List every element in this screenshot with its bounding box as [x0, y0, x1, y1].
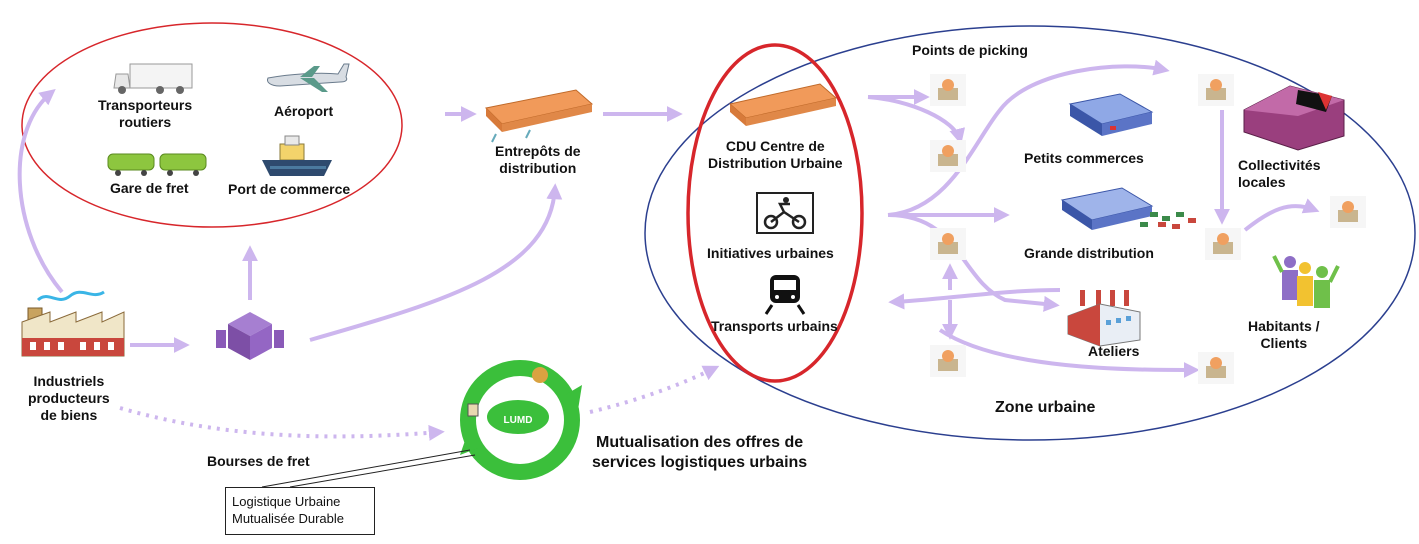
label-zone-urbaine: Zone urbaine	[995, 399, 1096, 416]
flow-arrows	[17, 59, 1320, 378]
lumd-badge-text: LUMD	[504, 415, 533, 426]
cdu-ellipse	[686, 43, 864, 383]
factory-icon	[21, 290, 125, 357]
picking-box-icons	[930, 74, 1366, 384]
shop-icon	[1068, 93, 1154, 136]
cdu-warehouse-icon	[728, 83, 838, 126]
label-transports-urbains: Transports urbains	[711, 318, 838, 334]
callout-line-2: Mutualisée Durable	[232, 511, 345, 526]
supermarket-icon	[1060, 187, 1196, 230]
metro-train-icon	[763, 271, 807, 315]
dotted-arrows	[119, 365, 720, 441]
callout-pointer	[261, 449, 476, 488]
recycle-cycle-icon	[460, 360, 582, 480]
label-aeroport: Aéroport	[274, 103, 334, 119]
label-petits-commerces: Petits commerces	[1024, 150, 1144, 166]
label-bourses-de-fret: Bourses de fret	[207, 453, 310, 469]
freight-train-icon	[107, 153, 207, 176]
airplane-icon	[267, 63, 350, 92]
label-gare-de-fret: Gare de fret	[110, 180, 189, 196]
callout-line-1: Logistique Urbaine	[232, 494, 341, 509]
label-port-de-commerce: Port de commerce	[228, 181, 351, 197]
truck-icon	[113, 63, 193, 94]
label-ateliers: Ateliers	[1088, 343, 1140, 359]
building-icon	[1243, 85, 1345, 151]
label-initiatives-urbaines: Initiatives urbaines	[707, 245, 834, 261]
label-habitants: Habitants /Clients	[1248, 318, 1320, 351]
cargo-ship-icon	[262, 135, 332, 176]
transport-modes-ellipse	[21, 22, 403, 228]
warehouse-icon	[484, 89, 594, 143]
label-grande-distribution: Grande distribution	[1024, 245, 1154, 261]
workshop-icon	[1067, 290, 1141, 347]
people-icon	[1272, 255, 1340, 308]
lumd-callout-box: Logistique Urbaine Mutualisée Durable	[225, 487, 375, 535]
hub-cube-icon	[216, 312, 284, 360]
motorbike-icon	[756, 192, 814, 234]
label-points-de-picking: Points de picking	[912, 42, 1028, 58]
urban-zone-ellipse	[644, 25, 1416, 441]
